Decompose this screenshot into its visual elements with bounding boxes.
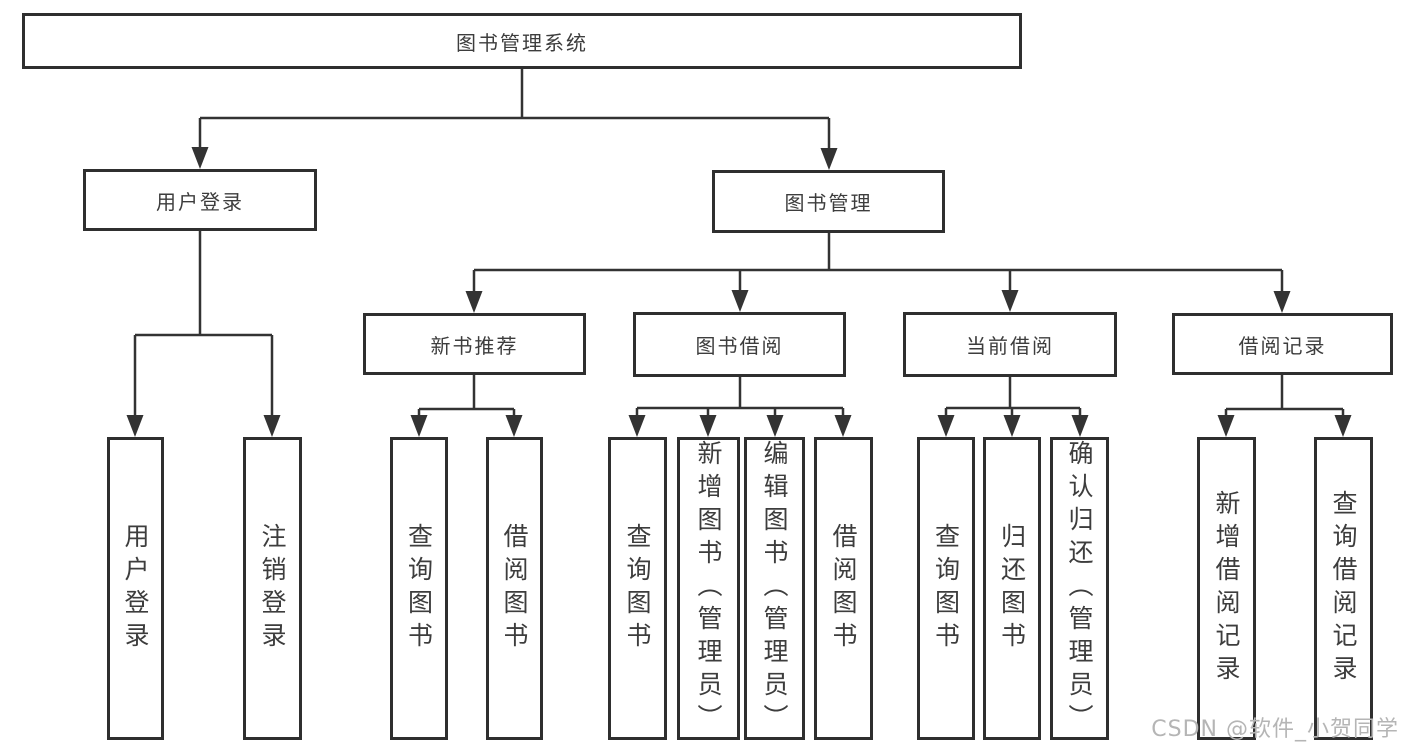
leaf-br-query-record-label: 查询借阅记录 xyxy=(1329,489,1358,688)
node-book-management: 图书管理 xyxy=(712,170,945,233)
leaf-logout-label: 注销登录 xyxy=(258,522,287,655)
node-book-management-label: 图书管理 xyxy=(784,191,873,215)
node-book-borrow-label: 图书借阅 xyxy=(695,334,784,358)
node-borrow-records: 借阅记录 xyxy=(1172,313,1393,375)
leaf-user-login: 用户登录 xyxy=(107,437,164,740)
node-root: 图书管理系统 xyxy=(22,13,1022,69)
leaf-cb-return-books-label: 归还图书 xyxy=(997,522,1027,655)
leaf-cb-query-books: 查询图书 xyxy=(917,437,975,740)
arrowheads xyxy=(126,147,1352,437)
leaf-cb-return-books: 归还图书 xyxy=(983,437,1041,740)
leaf-bb-add-books-admin-label: 新增图书（管理员） xyxy=(694,440,723,737)
node-current-borrow: 当前借阅 xyxy=(903,312,1117,377)
leaf-bb-borrow-books-label: 借阅图书 xyxy=(829,522,858,655)
node-borrow-records-label: 借阅记录 xyxy=(1238,333,1327,358)
leaf-nbr-query-books-label: 查询图书 xyxy=(404,522,434,655)
leaf-br-add-record: 新增借阅记录 xyxy=(1197,437,1256,740)
leaf-nbr-query-books: 查询图书 xyxy=(390,437,448,740)
leaf-cb-confirm-return-admin: 确认归还（管理员） xyxy=(1050,437,1109,740)
csdn-watermark: CSDN @软件_小贺同学 xyxy=(1151,717,1399,742)
node-current-borrow-label: 当前借阅 xyxy=(966,334,1054,358)
connector-lines xyxy=(133,69,1345,420)
leaf-br-add-record-label: 新增借阅记录 xyxy=(1212,489,1241,688)
leaf-nbr-borrow-books: 借阅图书 xyxy=(486,437,543,740)
leaf-bb-add-books-admin: 新增图书（管理员） xyxy=(677,437,740,740)
node-user-login-branch-label: 用户登录 xyxy=(156,189,244,214)
leaf-bb-edit-books-admin-label: 编辑图书（管理员） xyxy=(760,440,789,737)
leaf-bb-edit-books-admin: 编辑图书（管理员） xyxy=(744,437,805,740)
node-book-borrow: 图书借阅 xyxy=(633,312,846,377)
node-user-login-branch: 用户登录 xyxy=(83,169,317,231)
node-root-label: 图书管理系统 xyxy=(456,30,588,55)
node-new-book-recommend: 新书推荐 xyxy=(363,313,586,375)
leaf-nbr-borrow-books-label: 借阅图书 xyxy=(500,522,529,655)
leaf-bb-borrow-books: 借阅图书 xyxy=(814,437,873,740)
leaf-cb-query-books-label: 查询图书 xyxy=(931,522,961,655)
leaf-bb-query-books-label: 查询图书 xyxy=(623,522,652,655)
leaf-bb-query-books: 查询图书 xyxy=(608,437,667,740)
node-new-book-recommend-label: 新书推荐 xyxy=(430,333,519,358)
leaf-br-query-record: 查询借阅记录 xyxy=(1314,437,1373,740)
leaf-logout: 注销登录 xyxy=(243,437,302,740)
leaf-user-login-label: 用户登录 xyxy=(121,522,150,655)
leaf-cb-confirm-return-admin-label: 确认归还（管理员） xyxy=(1065,440,1094,737)
